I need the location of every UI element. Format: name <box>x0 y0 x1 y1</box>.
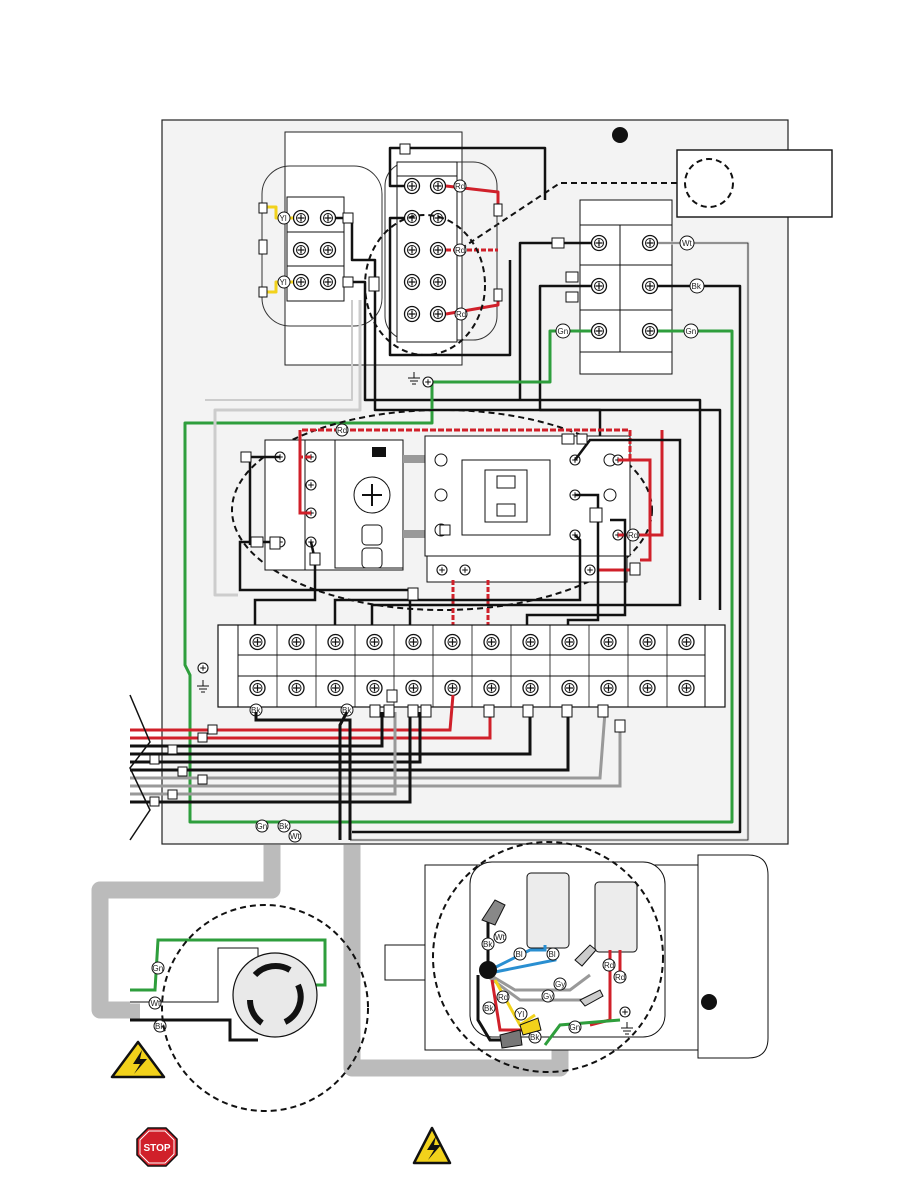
detail-circle-controls <box>231 409 653 611</box>
center-terminal-block <box>396 161 458 343</box>
wire-tag-bk-2: Bk <box>251 706 261 715</box>
strip-terminal-screw <box>327 679 344 697</box>
plug-wiring <box>130 938 327 1042</box>
high-voltage-warning-icon-bottom <box>412 1126 452 1165</box>
wire-tag-gy-2: Gy <box>543 992 553 1001</box>
wire-tag-bk-3: Bk <box>342 706 352 715</box>
wire-tag-rd-4: Rd <box>337 426 347 435</box>
wire-tag-bk-5: Bk <box>155 1022 165 1031</box>
wire-tag-rd-5: Rd <box>628 531 638 540</box>
wire-tag-rd-6: Rd <box>498 993 508 1002</box>
strip-terminal-screw <box>522 679 539 697</box>
motor-housing <box>384 854 769 1059</box>
strip-terminal-screw <box>288 633 305 651</box>
strip-terminal-screw <box>639 679 656 697</box>
strip-terminal-screw <box>288 679 305 697</box>
strip-terminal-screw <box>249 679 266 697</box>
wire-tag-bl-1: Bl <box>516 950 523 959</box>
terminal-tabs-middle <box>240 433 641 601</box>
strip-terminal-screw <box>522 633 539 651</box>
wire-tag-wt-1: Wt <box>682 239 693 248</box>
strip-terminal-screw <box>678 679 695 697</box>
wire-tag-gn-5: Gn <box>570 1023 581 1032</box>
strip-terminal-screw <box>444 679 461 697</box>
contactor-module <box>424 435 631 583</box>
strip-terminal-screw <box>444 633 461 651</box>
strip-terminal-screw <box>600 679 617 697</box>
relay-module <box>264 439 425 571</box>
stop-sign-text: STOP <box>143 1143 170 1154</box>
high-voltage-warning-icon <box>110 1040 166 1079</box>
callout-circle <box>684 158 734 208</box>
harness-wires <box>130 694 622 840</box>
detail-circle-motor <box>432 841 664 1073</box>
strip-terminal-screw <box>639 633 656 651</box>
strip-terminal-screw <box>405 679 422 697</box>
harness-bracket <box>129 694 151 841</box>
power-cord <box>91 845 569 1077</box>
wire-tag-gn-3: Gn <box>257 822 268 831</box>
detail-circle-center-block <box>364 214 486 356</box>
wire-tag-bl-2: Bl <box>549 950 556 959</box>
wire-tag-yl-3: Yl <box>517 1010 524 1019</box>
strip-terminal-screw <box>249 633 266 651</box>
wire-tag-wt-2: Wt <box>290 832 301 841</box>
wire-tag-gn-2: Gn <box>686 327 697 336</box>
strip-terminal-screw <box>561 633 578 651</box>
left-terminal-block <box>286 196 345 302</box>
strip-terminal-screw <box>366 679 383 697</box>
wire-tag-bk-1: Bk <box>692 282 702 291</box>
wire-tag-wt-4: Wt <box>495 933 506 942</box>
detail-circle-plug <box>161 904 369 1112</box>
incoming-terminal-block <box>579 199 673 375</box>
terminal-tabs-harness <box>149 689 626 807</box>
motor-wire-tags: Wt Bk Bl Bl Gy Gy Yl Rd Bk Bk Rd Rd Gn <box>481 930 627 1044</box>
strip-terminal-screw <box>483 679 500 697</box>
wire-nuts <box>481 899 604 1049</box>
wire-tag-wt-3: Wt <box>151 999 162 1008</box>
strip-terminal-screw <box>366 633 383 651</box>
strip-terminal-screw <box>483 633 500 651</box>
wire-tag-gn-4: Gn <box>153 964 164 973</box>
strip-terminal-screw <box>327 633 344 651</box>
strip-terminal-screw <box>561 679 578 697</box>
wire-tag-bk-7: Bk <box>484 1004 494 1013</box>
wire-tag-bk-4: Bk <box>279 822 289 831</box>
wire-tag-bk-6: Bk <box>483 940 493 949</box>
wire-tag-yl-2: Yl <box>280 278 287 287</box>
twist-lock-receptacle <box>232 952 318 1038</box>
panel-marker-dot <box>612 127 628 143</box>
wire-tag-gy-1: Gy <box>555 980 565 989</box>
motor-capacitor-node <box>479 961 497 979</box>
callout-leader <box>461 182 677 249</box>
stop-sign-icon: STOP <box>136 1127 178 1167</box>
wire-tag-gn-1: Gn <box>558 327 569 336</box>
wire-tag-bk-8: Bk <box>530 1033 540 1042</box>
strip-terminal-screw <box>405 633 422 651</box>
main-terminal-strip <box>217 624 726 708</box>
strip-terminal-screw <box>600 633 617 651</box>
upper-wire-tags: Yl Yl Rd Rd Rd Wt Bk Gn Gn <box>277 179 705 339</box>
wire-tag-rd-3: Rd <box>456 310 466 319</box>
terminal-tabs-upper <box>258 143 579 303</box>
strip-terminal-screw <box>678 633 695 651</box>
wire-tag-rd-1: Rd <box>455 182 465 191</box>
wire-tag-yl-1: Yl <box>280 214 287 223</box>
wire-tag-rd-7: Rd <box>604 961 614 970</box>
wire-tag-rd-2: Rd <box>455 246 465 255</box>
wire-tag-rd-8: Rd <box>615 973 625 982</box>
